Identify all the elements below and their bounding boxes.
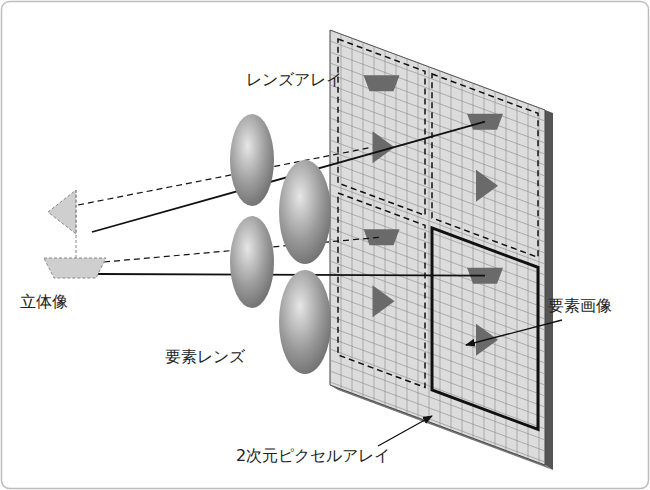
grid-line bbox=[440, 0, 441, 490]
grid-line bbox=[330, 228, 545, 308]
grid-line bbox=[363, 0, 364, 490]
grid-line bbox=[352, 0, 353, 490]
leader-line bbox=[466, 320, 562, 345]
grid-line bbox=[484, 0, 485, 490]
grid-line bbox=[330, 283, 545, 363]
grid-line bbox=[330, 327, 545, 407]
grid-line bbox=[330, 360, 545, 440]
grid-line bbox=[330, 118, 545, 198]
grid-line bbox=[330, 151, 545, 231]
grid-line bbox=[330, 206, 545, 286]
grid-line bbox=[330, 184, 545, 264]
boat-object bbox=[44, 258, 106, 278]
grid-line bbox=[330, 173, 545, 253]
grid-line bbox=[330, 272, 545, 352]
grid-line bbox=[330, 107, 545, 187]
grid-line bbox=[330, 294, 545, 374]
element-lens-label: 要素レンズ bbox=[165, 347, 245, 366]
element-image-boat bbox=[364, 75, 400, 91]
lens-array bbox=[230, 114, 331, 374]
element-lens bbox=[279, 270, 331, 374]
light-rays bbox=[78, 122, 485, 276]
element-lens bbox=[230, 114, 274, 206]
grid-line bbox=[429, 0, 430, 490]
grid-line bbox=[330, 305, 545, 385]
grid-line bbox=[330, 96, 545, 176]
grid-line bbox=[396, 0, 397, 490]
grid-line bbox=[473, 0, 474, 490]
element-image-label: 要素画像 bbox=[548, 296, 612, 315]
grid-line bbox=[407, 0, 408, 490]
element-lens bbox=[230, 216, 274, 308]
panel-edge bbox=[545, 110, 553, 470]
grid-line bbox=[330, 63, 545, 143]
element-regions bbox=[338, 39, 538, 429]
grid-line bbox=[330, 239, 545, 319]
leader-line bbox=[378, 416, 432, 446]
element-image-flag bbox=[476, 170, 498, 202]
element-region bbox=[338, 39, 425, 215]
stereo-image bbox=[44, 190, 106, 278]
grid-line bbox=[451, 0, 452, 490]
pixel-array-panel bbox=[330, 30, 545, 465]
element-lens bbox=[279, 160, 331, 264]
grid-line bbox=[330, 338, 545, 418]
pixel-grid bbox=[330, 0, 545, 490]
element-region bbox=[432, 228, 538, 429]
grid-line bbox=[330, 261, 545, 341]
grid-line bbox=[330, 85, 545, 165]
grid-line bbox=[330, 349, 545, 429]
grid-line bbox=[330, 371, 545, 451]
grid-line bbox=[330, 30, 545, 110]
flag-pole bbox=[76, 190, 77, 258]
flag-object bbox=[48, 190, 76, 234]
grid-line bbox=[330, 250, 545, 330]
grid-line bbox=[330, 52, 545, 132]
grid-line bbox=[517, 0, 518, 490]
element-image-flag bbox=[373, 285, 395, 317]
light-ray bbox=[98, 274, 485, 276]
grid-line bbox=[330, 195, 545, 275]
element-region bbox=[432, 74, 538, 257]
grid-line bbox=[528, 0, 529, 490]
grid-line bbox=[330, 316, 545, 396]
grid-line bbox=[462, 0, 463, 490]
stereo-image-label: 立体像 bbox=[20, 292, 68, 311]
grid-line bbox=[330, 129, 545, 209]
grid-line bbox=[330, 74, 545, 154]
lens-array-label: レンズアレイ bbox=[246, 70, 342, 89]
grid-line bbox=[330, 140, 545, 220]
grid-line bbox=[330, 41, 545, 121]
element-region bbox=[338, 193, 425, 387]
pixel-array-label: 2次元ピクセルアレイ bbox=[236, 446, 390, 465]
